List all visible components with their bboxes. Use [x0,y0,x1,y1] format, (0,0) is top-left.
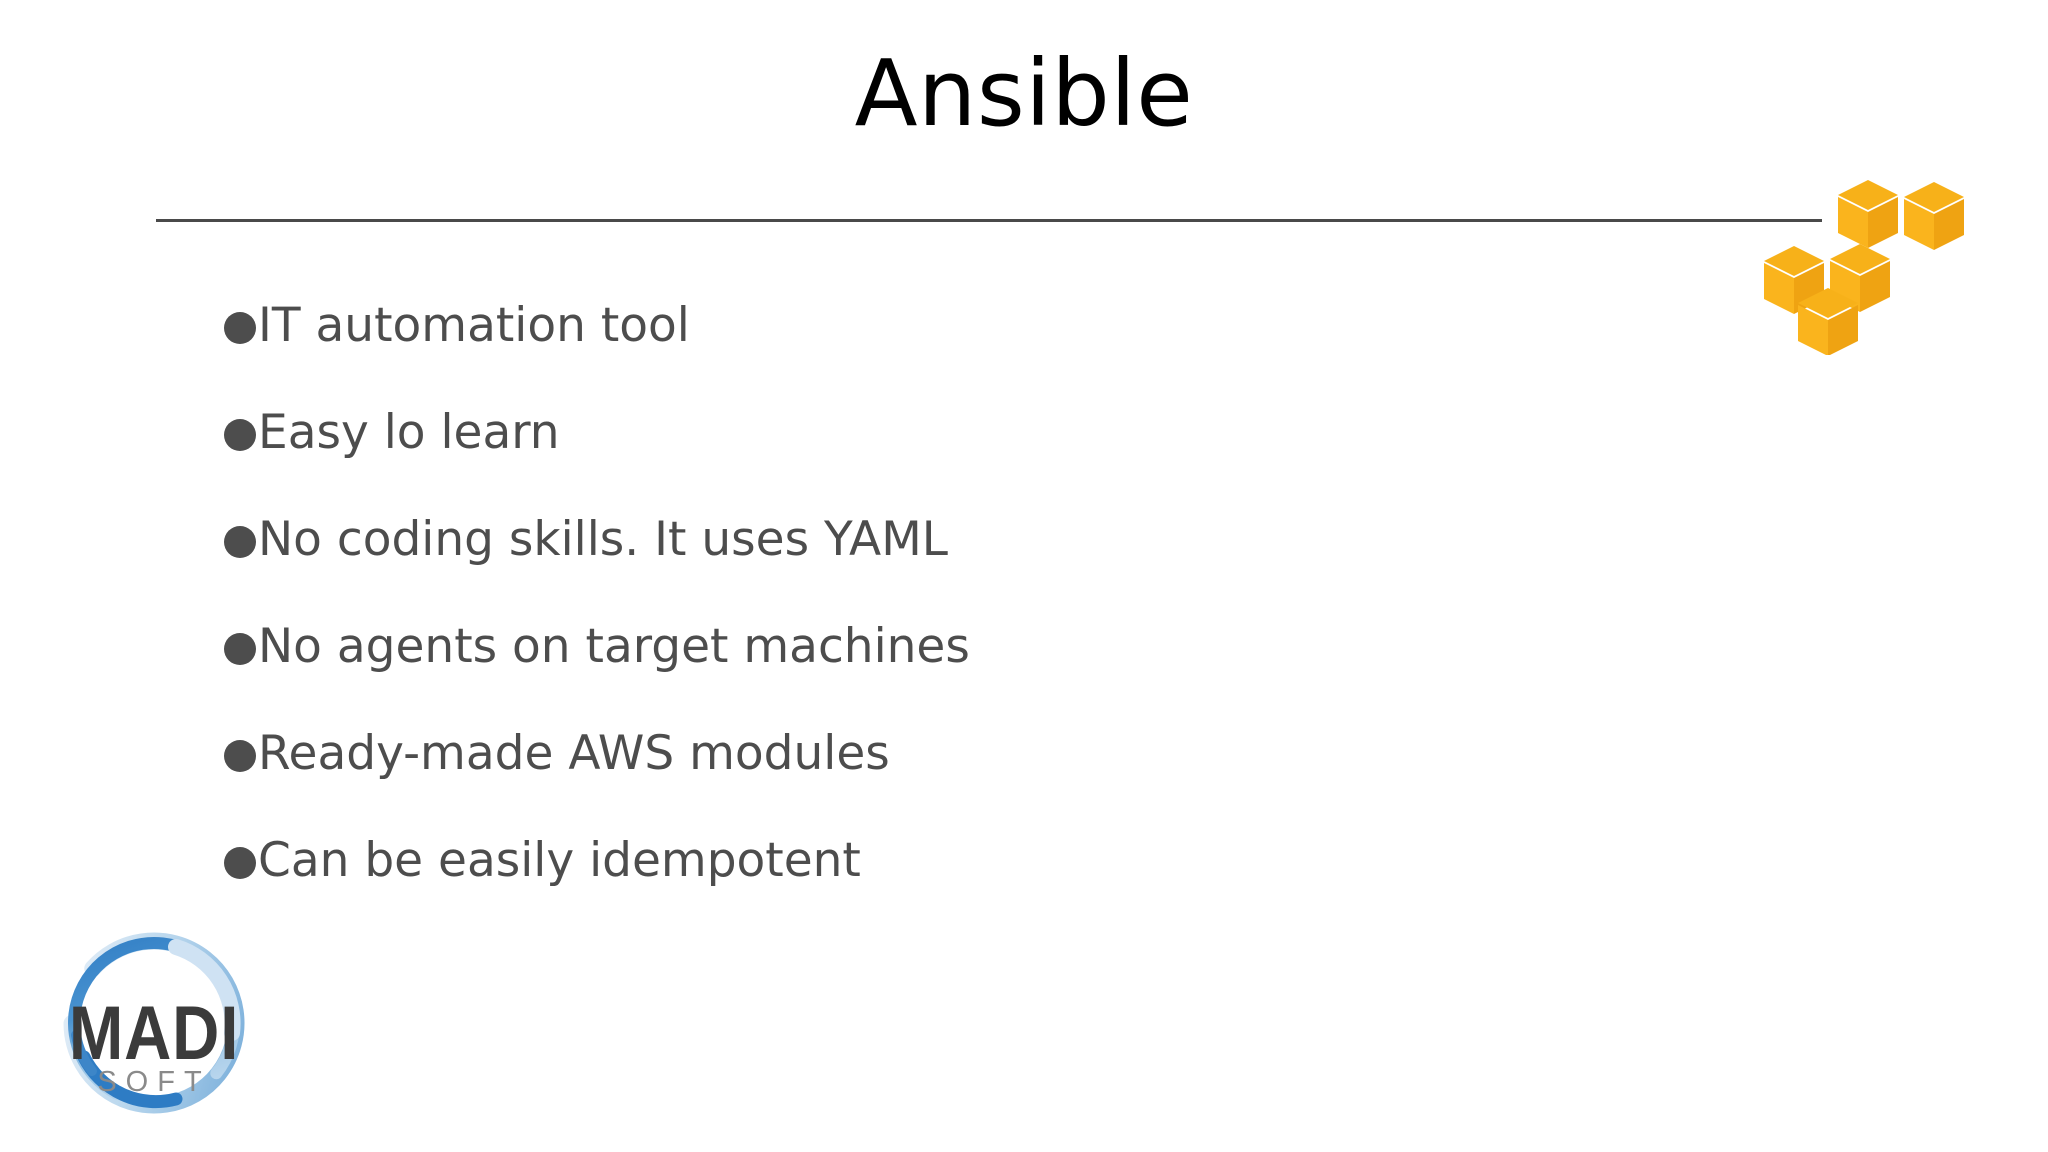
list-item-label: No agents on target machines [258,618,970,674]
list-item: No coding skills. It uses YAML [224,486,1524,593]
bullet-dot-icon [224,311,256,344]
svg-text:MADI: MADI [69,991,239,1076]
bullet-dot-icon [224,739,256,772]
list-item-label: No coding skills. It uses YAML [258,511,948,567]
bullet-dot-icon [224,846,256,879]
title-divider [156,219,1822,222]
list-item-label: Ready-made AWS modules [258,725,890,781]
list-item: Ready-made AWS modules [224,700,1524,807]
svg-text:SOFT: SOFT [97,1066,210,1098]
madi-soft-logo-icon: MADI SOFT [56,925,252,1121]
list-item-label: Can be easily idempotent [258,832,861,888]
aws-cubes-icon [1764,180,1998,355]
list-item-label: IT automation tool [258,297,690,353]
list-item-label: Easy lo learn [258,404,560,460]
list-item: Easy lo learn [224,379,1524,486]
list-item: IT automation tool [224,272,1524,379]
list-item: No agents on target machines [224,593,1524,700]
bullet-dot-icon [224,632,256,665]
bullet-dot-icon [224,418,256,451]
bullet-list: IT automation tool Easy lo learn No codi… [224,272,1524,914]
list-item: Can be easily idempotent [224,807,1524,914]
bullet-dot-icon [224,525,256,558]
page-title: Ansible [854,40,1194,147]
